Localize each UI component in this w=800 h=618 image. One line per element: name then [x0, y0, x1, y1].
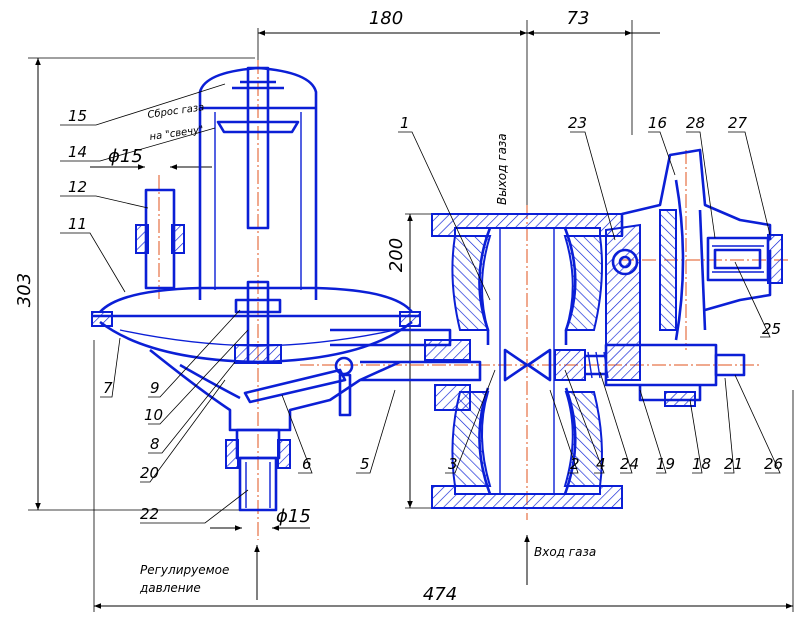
part-label-14: 14	[68, 143, 87, 161]
dimension-lines	[28, 20, 794, 612]
part-label-11: 11	[68, 215, 87, 233]
main-valve-body	[431, 213, 623, 509]
note-inlet: Вход газа	[534, 545, 596, 559]
note-vent-line2: на "свечу"	[149, 125, 204, 143]
dimension-200: 200	[386, 238, 407, 272]
part-label-21: 21	[724, 455, 743, 473]
note-regulated-line1: Регулируемое	[140, 563, 229, 577]
part-label-28: 28	[686, 114, 705, 132]
part-number-labels: 15 14 12 11 7 9 10 8 20 22 6 5 3 1 2 4 2…	[68, 107, 783, 523]
part-label-26: 26	[764, 455, 783, 473]
dimension-phi15-top: ϕ15	[108, 146, 143, 167]
part-label-9: 9	[150, 379, 160, 397]
part-label-15: 15	[68, 107, 87, 125]
leader-lines	[60, 83, 781, 524]
regulator-body	[91, 66, 482, 512]
dimension-180: 180	[369, 8, 403, 29]
part-label-25: 25	[762, 320, 781, 338]
part-label-8: 8	[150, 435, 160, 453]
note-vent-line1: Сброс газа	[147, 101, 205, 121]
part-label-23: 23	[568, 114, 587, 132]
part-label-6: 6	[302, 455, 312, 473]
part-label-19: 19	[656, 455, 675, 473]
note-regulated-line2: давление	[139, 581, 201, 595]
part-label-2: 2	[570, 455, 580, 473]
dimension-474: 474	[423, 584, 457, 605]
dimension-phi15-bottom: ϕ15	[276, 506, 311, 527]
dimension-303: 303	[14, 273, 35, 307]
part-label-20: 20	[140, 464, 159, 482]
part-label-7: 7	[103, 379, 113, 397]
part-label-18: 18	[692, 455, 711, 473]
note-outlet: Выход газа	[495, 133, 509, 205]
part-label-3: 3	[448, 455, 458, 473]
part-label-24: 24	[620, 455, 639, 473]
part-label-22: 22	[140, 505, 159, 523]
part-label-5: 5	[360, 455, 370, 473]
part-label-4: 4	[596, 455, 606, 473]
dimension-73: 73	[567, 8, 590, 29]
part-label-16: 16	[648, 114, 667, 132]
part-label-1: 1	[400, 114, 410, 132]
part-label-27: 27	[728, 114, 748, 132]
pilot-actuator	[585, 148, 783, 407]
part-label-12: 12	[68, 178, 87, 196]
part-label-10: 10	[144, 406, 163, 424]
